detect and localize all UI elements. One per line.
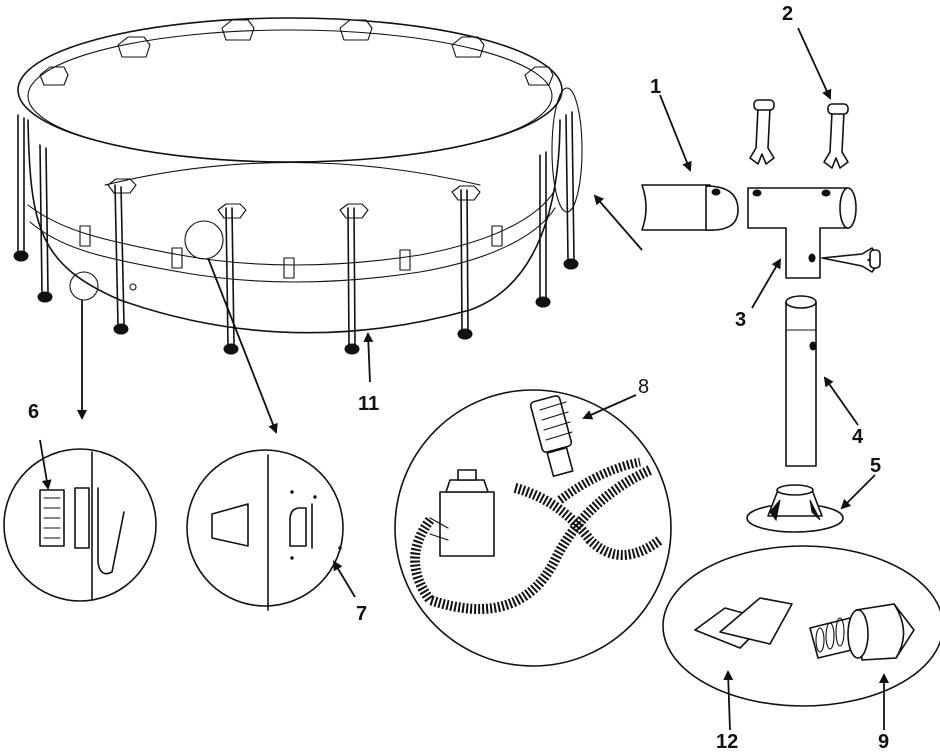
label-5: 5 [870,455,881,477]
inlet-callout [184,220,224,260]
drain-plug-callout [69,271,99,301]
joint-callout [551,87,583,213]
part-foot [746,474,876,533]
label-1: 1 [650,76,661,98]
detail-inlet [186,449,356,611]
detail-drain-plug [3,439,157,602]
label-6: 6 [28,401,39,423]
label-2: 2 [782,3,793,25]
part-pins [749,27,881,273]
pool-assembly [13,17,583,355]
hose-adapter-icon [809,603,915,661]
label-4: 4 [852,426,864,448]
pool-legs [13,111,579,355]
strainer-icon [529,395,574,477]
label-8: 8 [638,376,649,398]
repair-patch-icon [694,597,793,649]
top-connectors [39,19,554,219]
label-12: 12 [716,731,738,753]
label-11: 11 [358,393,379,415]
part-t-connector [747,187,857,309]
strap-loops [79,225,503,279]
part-pipe-end [641,94,739,231]
part-leg [785,295,859,467]
label-9: 9 [878,731,889,753]
detail-accessories [662,545,940,731]
label-7: 7 [356,603,367,625]
label-3: 3 [735,309,746,331]
detail-filter-pump [394,389,672,667]
